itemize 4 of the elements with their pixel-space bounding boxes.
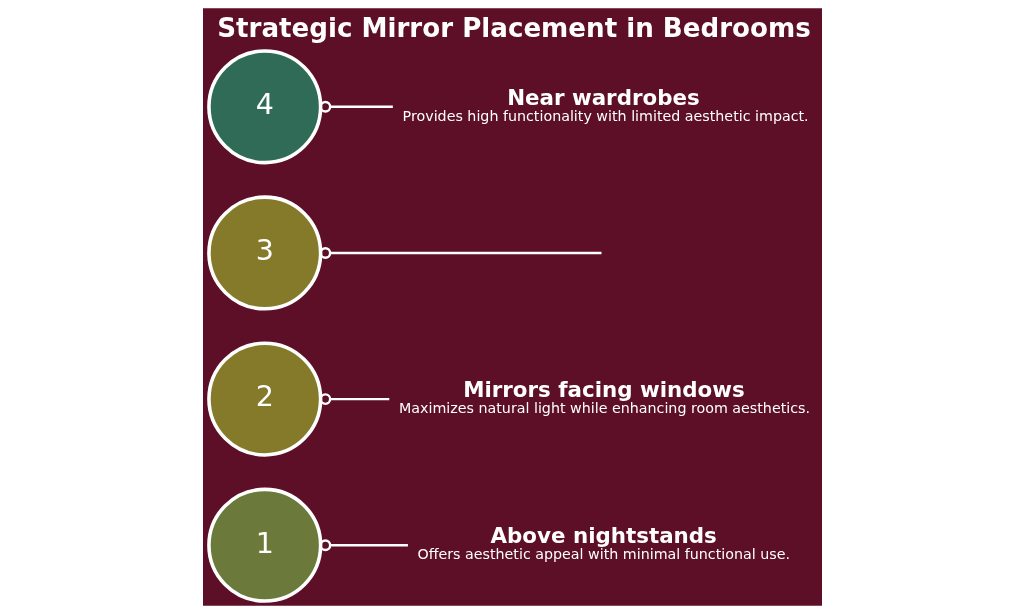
node-text: Above nightstands Offers aesthetic appeal with minimal functional use. [416,523,790,562]
diagram-title: Strategic Mirror Placement in Bedrooms [216,13,811,44]
node-text: Mirrors facing windows Maximizes natural light while enhancing room aesthetics. [398,377,810,416]
node-text: Near wardrobes Provides high functionality with limited aesthetic impact. [402,84,809,124]
